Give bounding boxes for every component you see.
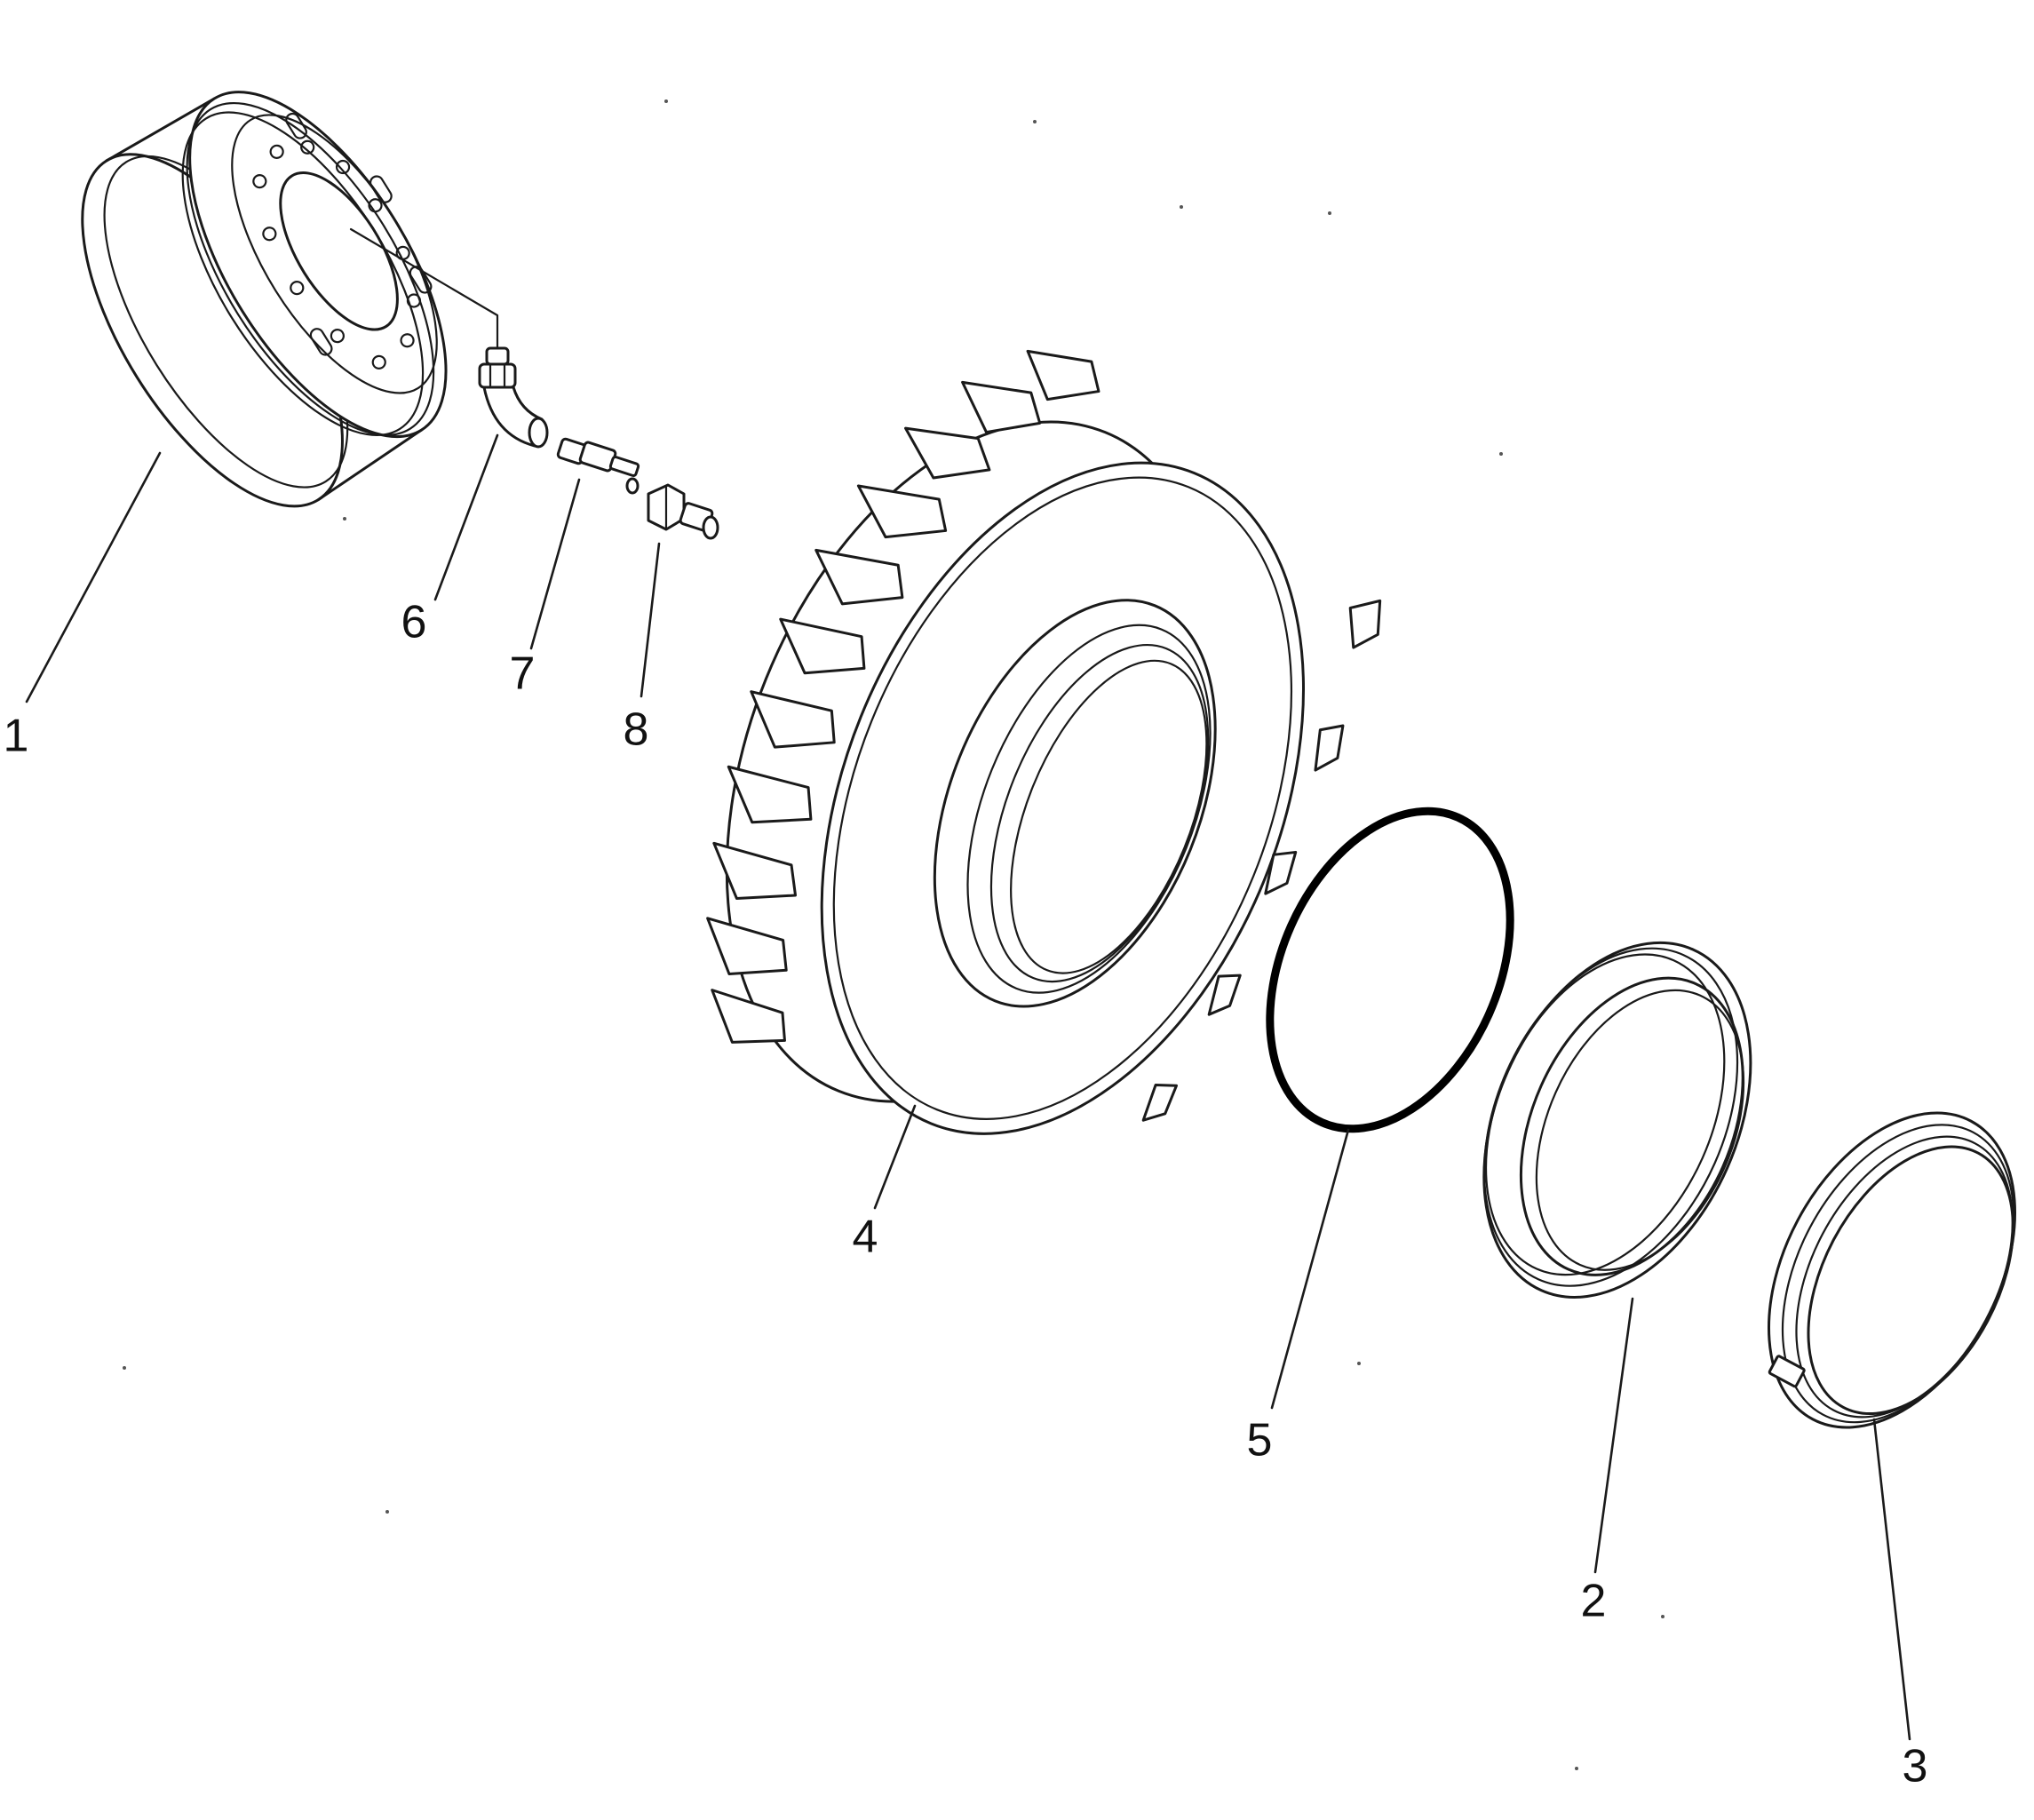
leader-3 (1872, 1418, 1911, 1741)
valve-elbow (478, 346, 549, 449)
leader-4 (873, 1104, 917, 1210)
callout-5: 5 (1247, 1415, 1273, 1466)
callout-2: 2 (1581, 1576, 1607, 1627)
side-ring (1482, 941, 1752, 1299)
callout-8: 8 (624, 704, 649, 756)
leader-5 (1270, 1128, 1350, 1410)
leader-1 (25, 451, 162, 703)
callout-3: 3 (1903, 1741, 1928, 1792)
leader-8 (640, 542, 661, 698)
wheel-rim (81, 91, 448, 508)
leader-6 (433, 433, 499, 601)
valve-cap (647, 483, 719, 540)
leader-7 (529, 478, 581, 650)
callout-6: 6 (401, 597, 427, 648)
callout-4: 4 (853, 1212, 878, 1263)
valve-core (556, 437, 640, 495)
leader-lines (25, 433, 1911, 1741)
callout-7: 7 (510, 648, 536, 700)
callout-1: 1 (4, 711, 29, 762)
tire (706, 349, 1382, 1135)
lock-ring (1767, 1111, 2017, 1429)
o-ring (1266, 807, 1514, 1133)
leader-2 (1593, 1297, 1634, 1574)
scan-specks (123, 99, 1665, 1770)
